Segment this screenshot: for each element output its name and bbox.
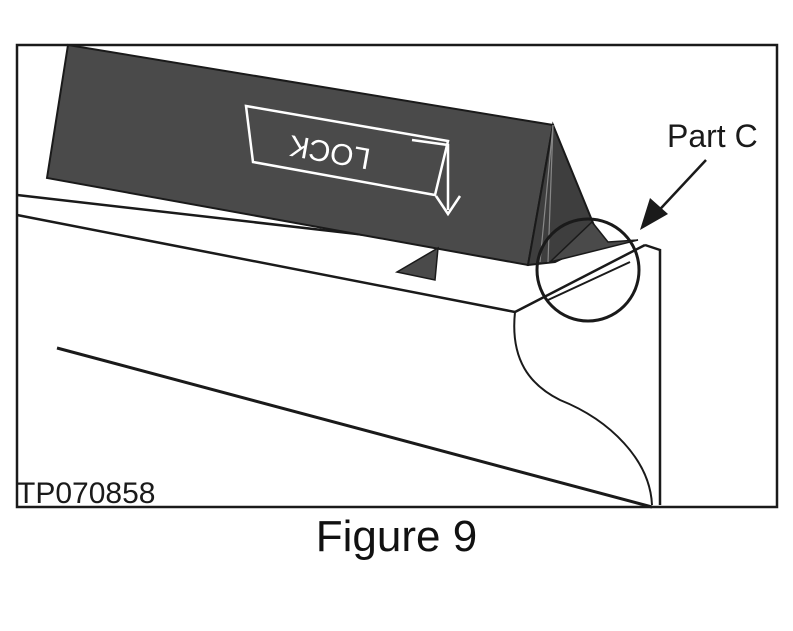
callout-label: Part C bbox=[667, 118, 758, 154]
drawing-id: TP070858 bbox=[17, 477, 155, 510]
lock-tab: LOCK bbox=[45, 43, 602, 281]
figure-frame bbox=[15, 43, 779, 509]
lock-label-box bbox=[244, 104, 450, 197]
lock-arrow-icon bbox=[411, 138, 462, 217]
lock-tab-wedge bbox=[394, 246, 439, 281]
lock-tab-side bbox=[526, 121, 602, 267]
callout-arrow-icon bbox=[640, 159, 707, 230]
figure-caption: Figure 9 bbox=[315, 512, 478, 561]
detail-circle bbox=[535, 217, 641, 323]
